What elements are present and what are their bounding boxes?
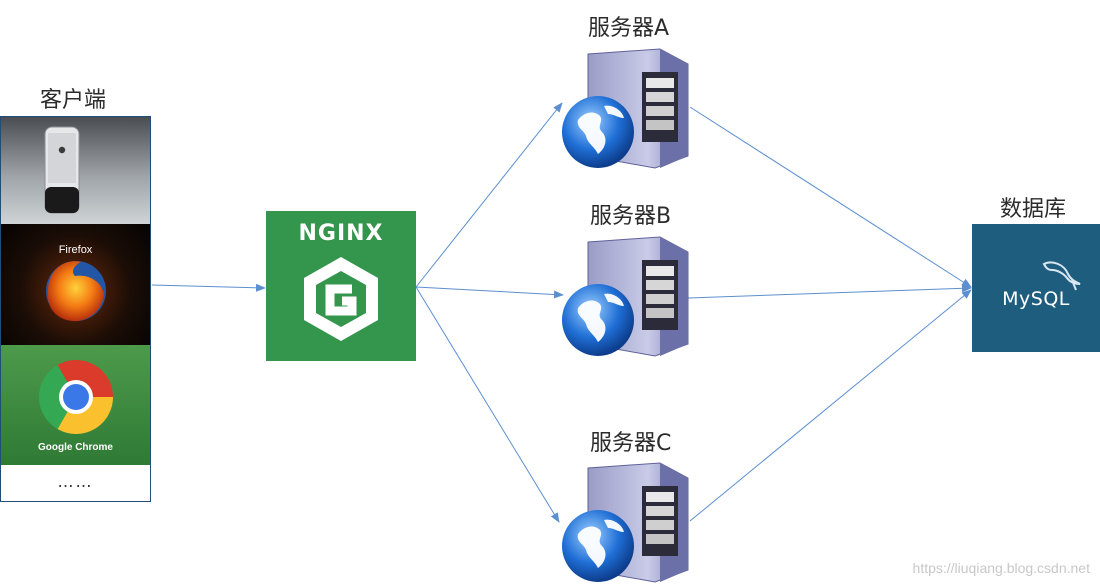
firefox-caption: Firefox bbox=[58, 244, 93, 256]
edge-server-b-to-mysql bbox=[687, 284, 972, 299]
edge-server-a-to-mysql bbox=[689, 106, 972, 288]
iphone-icon bbox=[44, 126, 80, 214]
iphone-tile bbox=[1, 117, 150, 224]
server-a-icon bbox=[560, 44, 695, 169]
edge-nginx-to-server-b bbox=[415, 286, 564, 299]
client-label: 客户端 bbox=[40, 88, 107, 113]
edge-nginx-to-server-c bbox=[415, 286, 560, 523]
server-b-icon bbox=[560, 232, 695, 357]
chrome-icon bbox=[39, 360, 113, 434]
firefox-icon bbox=[46, 261, 106, 322]
edge-server-c-to-mysql bbox=[689, 289, 972, 522]
more-clients-ellipsis: …… bbox=[1, 465, 150, 501]
watermark: https://liuqiang.blog.csdn.net bbox=[912, 560, 1090, 576]
firefox-tile: Firefox bbox=[1, 224, 150, 345]
nginx-text: NGINX bbox=[298, 221, 384, 246]
chrome-caption: Google Chrome bbox=[37, 442, 113, 453]
mysql-box: MySQL bbox=[972, 224, 1100, 352]
client-column: Firefox Google Chrome …… bbox=[0, 116, 151, 502]
server-c-label: 服务器C bbox=[590, 431, 672, 456]
server-b-label: 服务器B bbox=[590, 204, 672, 229]
chrome-tile: Google Chrome bbox=[1, 345, 150, 465]
server-c-icon bbox=[560, 458, 695, 583]
database-label: 数据库 bbox=[1000, 197, 1067, 222]
edge-nginx-to-server-a bbox=[415, 102, 563, 288]
server-a-label: 服务器A bbox=[588, 16, 670, 41]
nginx-logo-icon bbox=[304, 257, 378, 341]
mysql-text: MySQL bbox=[1002, 288, 1070, 310]
nginx-box: NGINX bbox=[266, 211, 416, 361]
mysql-dolphin-icon bbox=[1042, 261, 1081, 291]
edge-client-to-nginx bbox=[151, 283, 266, 292]
